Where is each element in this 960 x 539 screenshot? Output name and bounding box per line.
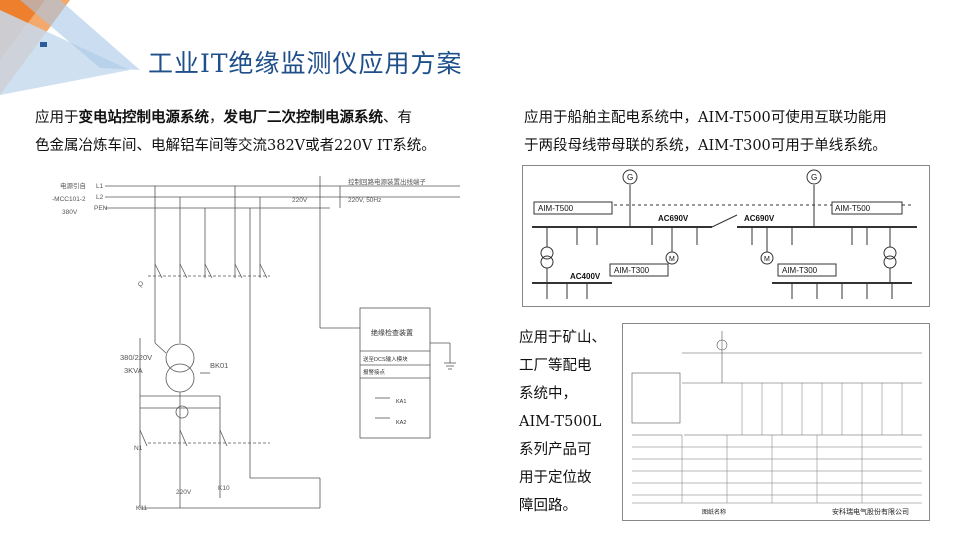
box-row2: 报警接点 [363, 368, 386, 376]
substation-schematic: 电源引自 -MCC101-2 380V L1 L2 PEN 控制回路电源装置出线… [52, 176, 460, 512]
desc-bold-powerplant: 发电厂二次控制电源系统 [223, 109, 384, 126]
desc-sep: ， [209, 110, 224, 126]
ship-schematic: G G AIM-T500 AIM-T500 AC690V AC690V M M … [522, 165, 930, 307]
ship-m2: M [764, 256, 770, 263]
label-xfmr2: 3KVA [124, 366, 143, 375]
mine-line: AIM-T500L [519, 414, 602, 430]
label-src3: 380V [62, 209, 78, 216]
corner-decoration [0, 0, 140, 95]
page-title: 工业IT绝缘监测仪应用方案 [148, 49, 463, 78]
label-xfmr1: 380/220V [120, 353, 152, 362]
label-220v-50hz: 220V, 50Hz [348, 197, 381, 204]
ship-m1: M [669, 256, 675, 263]
label-src2: -MCC101-2 [52, 196, 86, 203]
desc-bold-substation: 变电站控制电源系统 [78, 109, 210, 126]
label-l2: L2 [96, 194, 104, 201]
ship-ac690b: AC690V [744, 214, 775, 223]
label-pen: PEN [94, 205, 108, 212]
desc-lead: 应用于 [35, 110, 79, 126]
mine-company: 安科瑞电气股份有限公司 [832, 507, 909, 516]
label-k11: K11 [136, 505, 147, 512]
mine-line: 系列产品可 [519, 442, 592, 458]
ship-ac690a: AC690V [658, 214, 689, 223]
label-l1: L1 [96, 183, 104, 190]
label-n1: N1 [134, 445, 143, 452]
label-head: 控制回路电源装置出线端子 [348, 177, 427, 186]
mine-schematic: 图纸名称 安科瑞电气股份有限公司 [622, 323, 930, 521]
box-ka2: KA2 [396, 420, 406, 426]
mine-line: 应用于矿山、 [519, 330, 606, 346]
ship-description: 应用于船舶主配电系统中，AIM-T500可使用互联功能用 于两段母线带母联的系统… [524, 104, 924, 160]
mine-line: 障回路。 [519, 498, 577, 514]
ship-t500b: AIM-T500 [835, 204, 871, 213]
mine-description: 应用于矿山、 工厂等配电 系统中， AIM-T500L 系列产品可 用于定位故 … [519, 324, 614, 520]
label-220v-b: 220V [176, 489, 192, 496]
box-ka1: KA1 [396, 399, 406, 405]
ship-line2: 于两段母线带母联的系统，AIM-T300可用于单线系统。 [524, 138, 887, 154]
mine-footer-title: 图纸名称 [702, 508, 726, 516]
ship-g2: G [811, 173, 817, 182]
desc-line2: 色金属冶炼车间、电解铝车间等交流382V或者220V IT系统。 [35, 138, 436, 154]
substation-description: 应用于变电站控制电源系统，发电厂二次控制电源系统、有 色金属冶炼车间、电解铝车间… [35, 104, 475, 160]
label-bk01: BK01 [210, 361, 228, 370]
desc-rest: 、有 [383, 110, 412, 126]
mine-line: 用于定位故 [519, 470, 592, 486]
ship-line1: 应用于船舶主配电系统中，AIM-T500可使用互联功能用 [524, 110, 887, 126]
label-k10: K10 [218, 485, 230, 492]
ship-ac400: AC400V [570, 272, 601, 281]
ship-t300a: AIM-T300 [614, 266, 650, 275]
label-src1: 电源引自 [60, 181, 86, 190]
label-q: Q [138, 281, 143, 288]
box-title: 绝缘检查装置 [371, 328, 413, 337]
mine-line: 工厂等配电 [519, 358, 592, 374]
mine-line: 系统中， [519, 386, 577, 402]
box-row1: 送至DCS输入模块 [363, 355, 408, 363]
ship-t300b: AIM-T300 [782, 266, 818, 275]
label-220v: 220V [292, 197, 308, 204]
ship-g1: G [627, 173, 633, 182]
ship-t500a: AIM-T500 [538, 204, 574, 213]
